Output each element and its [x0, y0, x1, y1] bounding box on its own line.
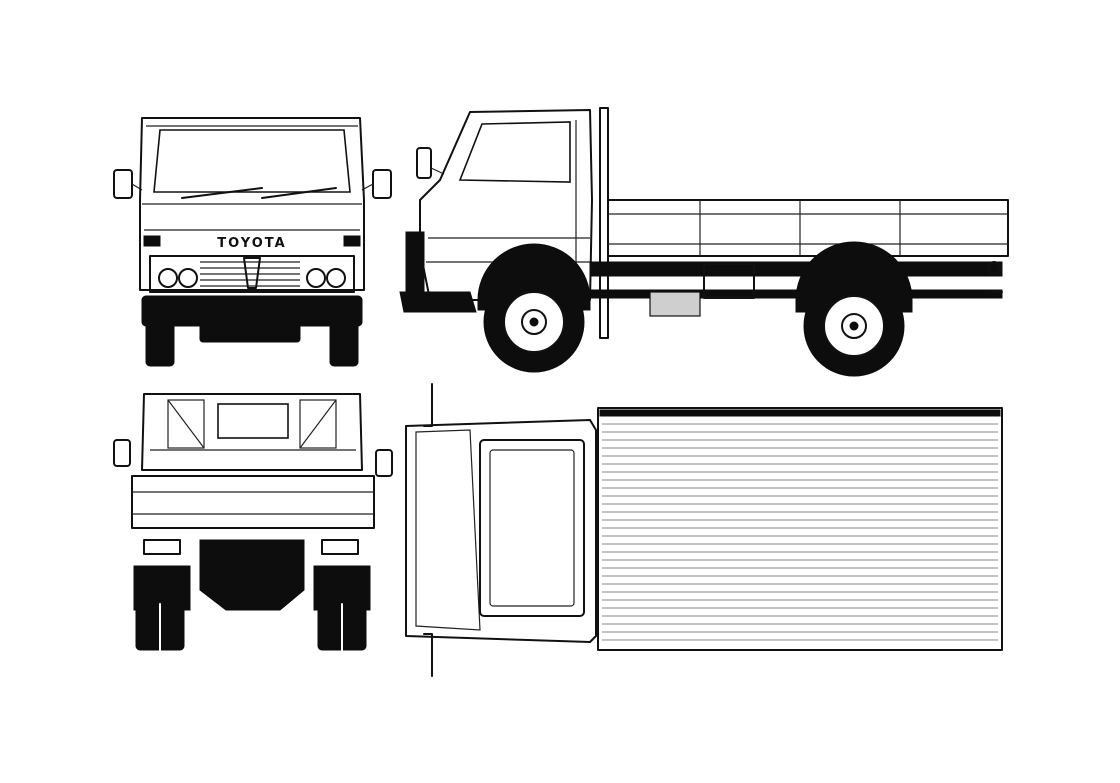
rear-right-tail-lamp: [321, 539, 359, 555]
side-cargo-bed: [607, 199, 1009, 257]
front-windshield: [153, 129, 351, 193]
front-grille: [149, 255, 355, 293]
side-mirror: [416, 147, 445, 179]
front-headlamps: [158, 268, 346, 288]
side-front-wheel: [483, 271, 585, 373]
front-bumper: [141, 295, 363, 327]
front-right-mirror: [361, 169, 392, 199]
front-brand-badge: TOYOTA: [217, 236, 286, 251]
side-fuel-tank: [703, 263, 755, 299]
rear-left-mirror: [113, 439, 131, 467]
rear-window: [217, 403, 289, 439]
top-right-mirror: [423, 633, 433, 677]
front-left-mirror: [113, 169, 143, 199]
top-left-mirror: [423, 383, 433, 427]
side-view: [399, 107, 1009, 377]
rear-right-mirror: [375, 449, 393, 477]
side-rear-wheel: [803, 275, 905, 377]
top-view: [405, 383, 1003, 677]
front-view: TOYOTA: [113, 117, 392, 367]
side-window: [458, 121, 571, 183]
front-wiper-right: [261, 187, 337, 199]
front-left-tyre: [145, 319, 175, 367]
side-tool-box: [649, 291, 701, 317]
rear-tailgate: [131, 475, 375, 529]
front-right-tyre: [329, 319, 359, 367]
rear-left-tail-lamp: [143, 539, 181, 555]
rear-view: [113, 393, 393, 651]
top-cargo-bed: [597, 407, 1003, 651]
top-cab: [405, 419, 597, 643]
front-wiper-left: [181, 187, 263, 199]
